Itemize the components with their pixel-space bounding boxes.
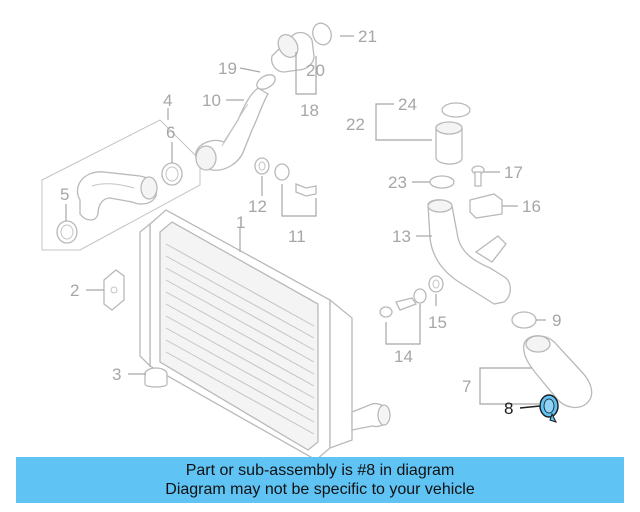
part-3-cap <box>144 367 168 388</box>
part-6-ring <box>161 162 183 186</box>
callout-15: 15 <box>428 313 447 332</box>
part-14-bolts <box>379 288 427 318</box>
part-12-washer <box>254 157 270 175</box>
callout-9: 9 <box>552 311 561 330</box>
part-8-clamp-highlighted <box>539 394 559 423</box>
callout-1: 1 <box>236 213 245 232</box>
callout-18: 18 <box>300 101 319 120</box>
part-16-sensor <box>469 193 503 219</box>
callout-22: 22 <box>346 115 365 134</box>
callout-4: 4 <box>163 91 172 110</box>
callout-14: 14 <box>394 347 413 366</box>
info-banner: Part or sub-assembly is #8 in diagram Di… <box>16 457 624 503</box>
part-19-clamp <box>256 74 276 90</box>
part-21-gasket <box>312 22 332 46</box>
part-23-clamp <box>429 175 455 189</box>
callout-8: 8 <box>504 399 513 418</box>
callout-3: 3 <box>112 365 121 384</box>
callout-23: 23 <box>388 173 407 192</box>
callout-21: 21 <box>358 27 377 46</box>
callout-19: 19 <box>218 59 237 78</box>
banner-line-1: Part or sub-assembly is #8 in diagram <box>185 462 455 479</box>
part-15-washer <box>428 275 444 293</box>
part-1-intercooler <box>139 209 391 461</box>
callout-6: 6 <box>166 123 175 142</box>
callout-11: 11 <box>288 227 306 246</box>
callout-7: 7 <box>462 377 471 396</box>
part-11-screws <box>274 163 317 197</box>
part-17-bolt <box>471 165 485 187</box>
callout-5: 5 <box>60 185 69 204</box>
part-5-hose <box>76 171 158 221</box>
callout-12: 12 <box>248 197 267 216</box>
part-2-bracket <box>103 269 125 311</box>
callout-20: 20 <box>306 61 325 80</box>
callout-2: 2 <box>70 281 79 300</box>
callout-16: 16 <box>522 197 541 216</box>
part-4-group-outline <box>41 119 201 251</box>
callout-13: 13 <box>392 227 411 246</box>
part-13-pipe <box>427 199 511 305</box>
part-24-gasket <box>441 102 471 118</box>
part-20-elbow <box>270 31 315 73</box>
part-7-hose <box>523 335 593 409</box>
callouts: 1 2 3 4 5 6 7 8 9 10 11 12 13 14 15 16 1… <box>60 27 561 418</box>
part-10-intake-pipe <box>195 87 269 171</box>
callout-24: 24 <box>398 95 417 114</box>
part-5-ring <box>56 220 78 244</box>
leader-lines <box>65 35 546 409</box>
part-22-connector <box>435 121 463 165</box>
part-9-clamp <box>511 311 537 329</box>
callout-17: 17 <box>504 163 523 182</box>
banner-line-2: Diagram may not be specific to your vehi… <box>165 481 475 498</box>
callout-10: 10 <box>202 91 221 110</box>
